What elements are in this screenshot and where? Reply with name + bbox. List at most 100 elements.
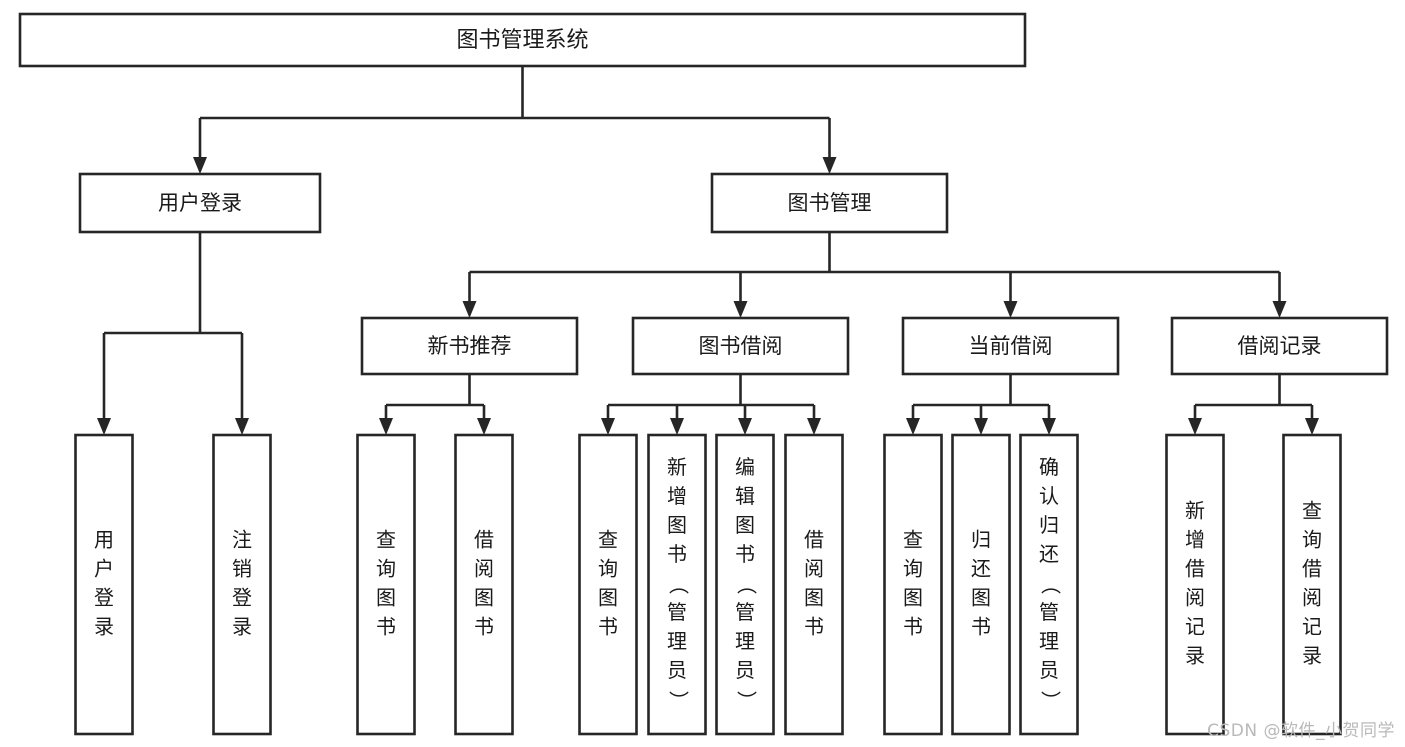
leaf-label-char: 书	[804, 615, 824, 639]
arrow-head-icon	[1042, 418, 1056, 435]
leaf-label-char: 询	[1302, 528, 1322, 552]
node-book-borrow-rect	[631, 316, 850, 376]
node-leaf-query-book-1-rect	[356, 433, 416, 736]
node-new-book-recommend[interactable]: 新书推荐	[360, 316, 579, 376]
node-user-login-label: 用户登录	[158, 191, 242, 215]
arrow-head-icon	[906, 418, 920, 435]
arrow-head-icon	[733, 301, 748, 318]
leaf-label-char: 书	[474, 615, 494, 639]
leaf-label-char: 借	[804, 528, 824, 552]
leaf-label-char: 图	[735, 513, 755, 537]
leaf-label-char: 书	[598, 615, 618, 639]
leaf-label-char: 增	[667, 484, 687, 508]
node-book-borrow[interactable]: 图书借阅	[631, 316, 850, 376]
leaf-label-char: 阅	[804, 557, 824, 581]
leaf-label-char: 辑	[735, 484, 755, 508]
arrow-head-icon	[822, 157, 837, 174]
node-borrow-record-label: 借阅记录	[1238, 334, 1322, 358]
leaf-label-char: 借	[1302, 557, 1322, 581]
arrow-head-icon	[477, 418, 491, 435]
leaf-label-char: 登	[94, 586, 114, 610]
arrow-head-icon	[1305, 418, 1319, 435]
arrow-head-icon	[601, 418, 615, 435]
leaf-label-char: （	[1039, 575, 1063, 595]
arrow-head-icon	[1188, 418, 1202, 435]
leaf-label-char: 查	[376, 528, 396, 552]
leaf-label-char: 新	[667, 455, 687, 479]
arrow-head-icon	[193, 157, 207, 174]
node-user-login[interactable]: 用户登录	[78, 172, 322, 234]
leaf-label-char: ）	[735, 691, 759, 711]
node-leaf-query-book-3-rect	[883, 433, 943, 736]
node-leaf-add-book-admin-rect	[647, 433, 707, 736]
leaf-label-char: 阅	[474, 557, 494, 581]
node-leaf-add-borrow-record-rect	[1165, 433, 1225, 736]
node-root[interactable]: 图书管理系统	[18, 12, 1027, 68]
leaf-label-char: 员	[735, 658, 755, 682]
leaf-label-char: 归	[1039, 513, 1059, 537]
arrow-head-icon	[235, 418, 249, 435]
node-leaf-borrow-book-2-rect	[784, 433, 844, 736]
arrow-head-icon	[1003, 301, 1018, 318]
node-new-book-recommend-label: 新书推荐	[428, 334, 512, 358]
arrow-head-icon	[807, 418, 821, 435]
node-leaf-return-book-rect	[951, 433, 1011, 736]
leaf-label-char: 书	[971, 615, 991, 639]
leaf-label-char: 查	[903, 528, 923, 552]
leaf-label-char: 阅	[1185, 586, 1205, 610]
leaf-label-char: 增	[1185, 528, 1205, 552]
leaf-label-char: 书	[903, 615, 923, 639]
leaf-label-char: 管	[1039, 600, 1059, 624]
node-leaf-logout-login-rect	[212, 433, 272, 736]
leaf-label-char: ）	[667, 691, 691, 711]
connector-layer	[97, 66, 1319, 435]
node-current-borrow-label: 当前借阅	[969, 334, 1053, 358]
node-leaf-user-login[interactable]: 用户登录	[74, 433, 134, 736]
leaf-label-char: 借	[474, 528, 494, 552]
node-borrow-record-rect	[1170, 316, 1389, 376]
leaf-label-char: 录	[1185, 644, 1205, 668]
leaf-label-char: 书	[735, 542, 755, 566]
node-leaf-user-login-label: 用户登录	[94, 528, 114, 639]
leaf-label-char: 编	[735, 455, 755, 479]
node-book-management[interactable]: 图书管理	[710, 172, 949, 234]
arrow-head-icon	[670, 418, 684, 435]
leaf-label-char: 录	[232, 615, 252, 639]
leaf-label-char: 归	[971, 528, 991, 552]
leaf-label-char: 阅	[1302, 586, 1322, 610]
leaf-label-char: 还	[971, 557, 991, 581]
node-current-borrow[interactable]: 当前借阅	[901, 316, 1120, 376]
leaf-label-char: 员	[1039, 658, 1059, 682]
node-borrow-record[interactable]: 借阅记录	[1170, 316, 1389, 376]
node-leaf-confirm-return-admin-rect	[1019, 433, 1079, 736]
leaf-label-char: 管	[735, 600, 755, 624]
leaf-label-char: 用	[94, 528, 114, 552]
leaf-label-char: 录	[1302, 644, 1322, 668]
arrow-head-icon	[97, 418, 111, 435]
node-book-borrow-label: 图书借阅	[699, 334, 783, 358]
leaf-label-char: 还	[1039, 542, 1059, 566]
leaf-label-char: 图	[903, 586, 923, 610]
leaf-label-char: 书	[376, 615, 396, 639]
csdn-watermark: CSDN @软件_小贺同学	[1207, 721, 1395, 741]
